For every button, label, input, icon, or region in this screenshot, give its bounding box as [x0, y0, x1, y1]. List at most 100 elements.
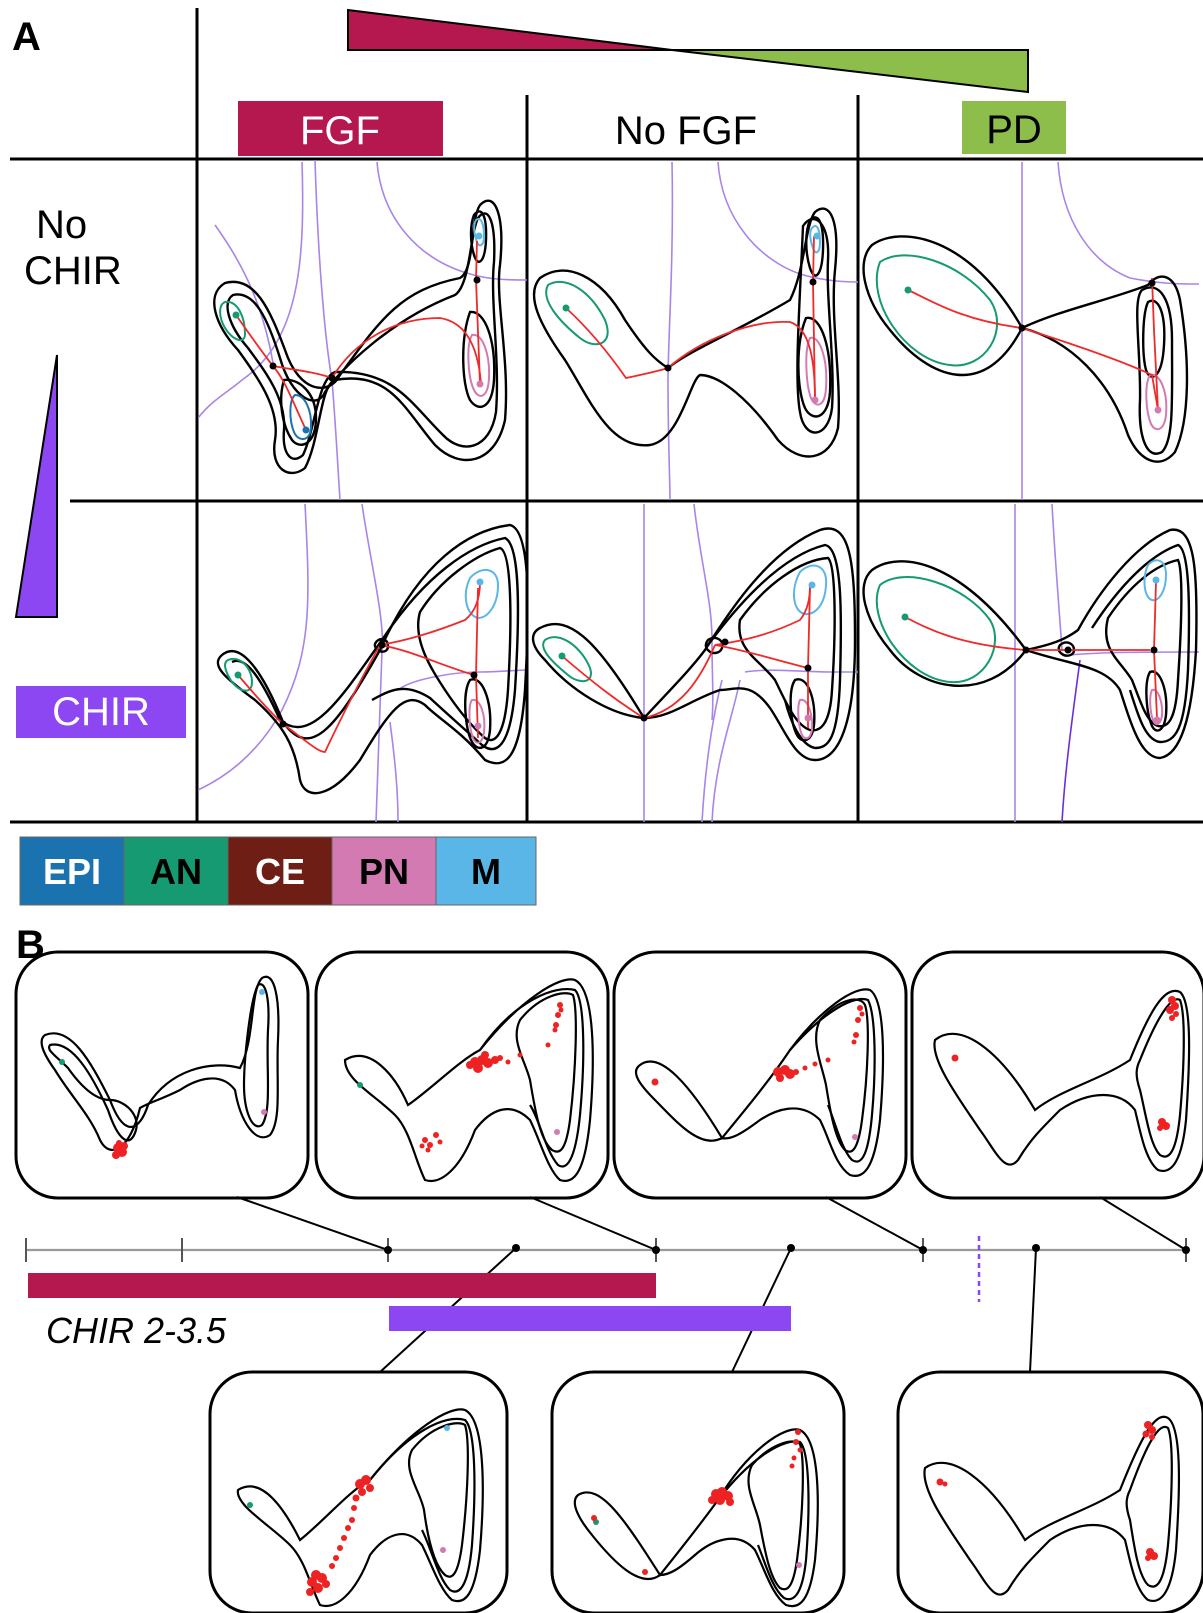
- basin-an: [875, 254, 999, 367]
- contours: [531, 527, 857, 762]
- saddle-point: [328, 374, 336, 382]
- basin-pn: [468, 698, 486, 744]
- basin-pn: [805, 336, 828, 406]
- snapshot-box-3: [612, 950, 908, 1200]
- basin-an: [542, 636, 592, 683]
- chir-row-box: [16, 686, 186, 738]
- legend-label-m: M: [471, 851, 501, 892]
- fgf-gradient-wedge: [347, 8, 673, 51]
- contours: [862, 528, 1198, 760]
- attractor-m: [808, 581, 816, 589]
- attractor-m: [475, 232, 483, 240]
- basin-pn: [797, 698, 814, 740]
- saddle-point: [1018, 324, 1026, 332]
- contours: [213, 199, 508, 474]
- pd-header-box: [962, 101, 1066, 154]
- legend-swatch-epi: [19, 836, 125, 906]
- landscape-fgf-chir: [198, 503, 527, 822]
- legend-swatch-pn: [331, 836, 437, 906]
- basin-m: [809, 224, 822, 254]
- attractor-pn: [1154, 406, 1162, 414]
- basin-pn: [1149, 688, 1164, 726]
- panel-a-letter: A: [12, 15, 41, 59]
- snapshot-box-7: [896, 1370, 1203, 1613]
- row-label-chir-word: CHIR: [24, 249, 122, 293]
- snapshot-box-1: [14, 950, 310, 1200]
- attractor-pn: [476, 380, 484, 388]
- chir-exposure-bar: [389, 1306, 791, 1331]
- basin-an: [545, 280, 609, 346]
- saddle-point: [804, 664, 812, 672]
- saddle-point: [378, 641, 386, 649]
- snapshot-box-6: [550, 1370, 846, 1613]
- saddle-point: [1150, 646, 1158, 654]
- basin-m: [473, 218, 486, 247]
- row-label-no: No: [36, 203, 87, 247]
- trajectories: [561, 584, 811, 728]
- landscape-nofgf-no-chir: [532, 161, 858, 500]
- saddle-point: [279, 720, 287, 728]
- cell-type-legend: EPI AN CE PN M: [19, 836, 537, 906]
- row-label-chir: CHIR: [52, 690, 150, 734]
- legend-label-pn: PN: [359, 851, 409, 892]
- attractor-an: [562, 304, 570, 312]
- saddle-point: [1148, 279, 1156, 287]
- saddle-point: [269, 362, 277, 370]
- flow-lines: [643, 503, 858, 822]
- legend-swatch-an: [123, 836, 229, 906]
- saddle-point: [721, 638, 729, 646]
- landscape-fgf-no-chir: [198, 160, 527, 500]
- saddle-point: [1064, 646, 1072, 654]
- attractor-pn: [804, 714, 812, 722]
- legend-swatch-m: [435, 836, 537, 906]
- flow-lines: [1014, 503, 1199, 822]
- flow-lines: [198, 503, 527, 822]
- contours: [532, 207, 841, 458]
- basin-an: [219, 300, 247, 342]
- column-label-fgf: FGF: [300, 109, 380, 153]
- saddle-point: [473, 276, 481, 284]
- attractor-an: [558, 652, 566, 660]
- timeline-label: CHIR 2-3.5: [46, 1310, 227, 1351]
- landscape-nofgf-chir: [531, 503, 858, 822]
- saddle-point: [640, 714, 648, 722]
- attractor-an: [232, 311, 240, 319]
- attractor-pn: [1153, 716, 1161, 724]
- basin-m: [1143, 559, 1168, 602]
- basin-epi: [289, 393, 313, 440]
- snapshot-box-2: [314, 950, 610, 1200]
- attractor-an: [234, 671, 242, 679]
- snapshot-box-4: [910, 950, 1203, 1200]
- attractor-epi: [302, 426, 310, 434]
- trajectories: [237, 581, 481, 753]
- fgf-exposure-bar: [28, 1273, 656, 1298]
- basin-m: [464, 569, 500, 620]
- attractor-m: [813, 232, 821, 240]
- saddle-point: [470, 671, 478, 679]
- contours: [216, 523, 527, 795]
- landscape-pd-chir: [862, 503, 1199, 822]
- attractor-an: [901, 613, 909, 621]
- basin-an: [224, 657, 254, 692]
- legend-label-epi: EPI: [43, 851, 101, 892]
- basin-pn: [467, 333, 491, 397]
- landscape-pd-no-chir: [862, 161, 1199, 500]
- saddle-point: [664, 364, 672, 372]
- basin-an: [875, 576, 996, 684]
- legend-label-an: AN: [150, 851, 202, 892]
- attractor-pn: [474, 722, 482, 730]
- attractor-m: [1152, 576, 1160, 584]
- saddle-point: [809, 278, 817, 286]
- fgf-header-box: [238, 101, 443, 156]
- snapshot-box-5: [208, 1370, 509, 1613]
- trajectories: [907, 277, 1159, 411]
- attractor-pn: [811, 396, 819, 404]
- basin-m: [793, 564, 828, 616]
- attractor-m: [476, 578, 484, 586]
- column-label-pd: PD: [986, 108, 1042, 152]
- legend-label-ce: CE: [255, 851, 305, 892]
- saddle-point: [1022, 646, 1030, 654]
- chir-gradient-wedge: [14, 354, 58, 618]
- column-label-no-fgf: No FGF: [615, 109, 757, 153]
